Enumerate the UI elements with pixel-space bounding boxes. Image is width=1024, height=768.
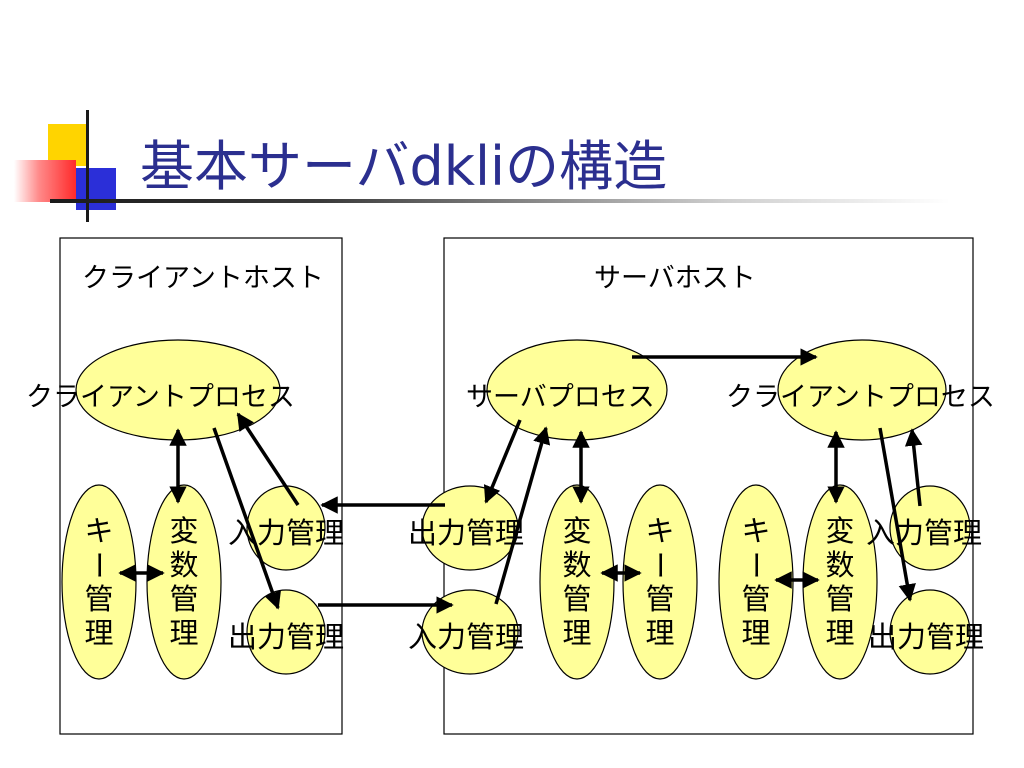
client-process-label: クライアントプロセス — [26, 382, 295, 413]
client-output-label: 出力管理 — [228, 620, 345, 654]
client2-input-node — [889, 485, 971, 571]
arrow-client2-process-output — [878, 427, 916, 602]
server-host-box — [443, 237, 974, 735]
server-key-label: キー管理 — [642, 514, 677, 650]
client-key-label: キー管理 — [81, 514, 116, 650]
server-input-label: 入力管理 — [408, 620, 525, 654]
page-title: 基本サーバdkliの構造 — [140, 135, 668, 198]
client-input-label: 入力管理 — [228, 516, 345, 550]
client-host-label: クライアントホスト — [82, 263, 324, 294]
server-output-label: 出力管理 — [408, 516, 525, 550]
server-client-process-label: クライアントプロセス — [726, 382, 995, 413]
server-process-label: サーバプロセス — [466, 382, 655, 413]
client2-key-label: キー管理 — [738, 514, 773, 650]
client2-input-label: 入力管理 — [866, 516, 983, 550]
client2-output-label: 出力管理 — [868, 620, 985, 654]
server-client-process-node — [777, 339, 947, 441]
client2-output-node — [889, 589, 971, 675]
arrow-client2-input-process — [904, 428, 923, 507]
arrow-server-input-process — [494, 426, 551, 605]
server-var-label: 変数管理 — [562, 514, 592, 650]
deco-blue-square — [76, 168, 116, 210]
deco-yellow-square — [48, 124, 88, 166]
client-host-box — [59, 237, 343, 735]
arrow-client-process-output — [212, 427, 281, 610]
client-output-node — [246, 589, 326, 675]
client-key-node — [61, 484, 137, 680]
client-var-label: 変数管理 — [169, 514, 199, 650]
client2-var-label: 変数管理 — [825, 514, 855, 650]
server-host-label: サーバホスト — [594, 263, 756, 294]
deco-vertical-line — [86, 110, 89, 222]
arrow-server-process-output — [483, 419, 522, 504]
deco-red-bar — [14, 160, 76, 202]
arrow-client-input-process — [236, 412, 300, 506]
title-underline — [50, 199, 950, 203]
server-key-node — [622, 484, 698, 680]
